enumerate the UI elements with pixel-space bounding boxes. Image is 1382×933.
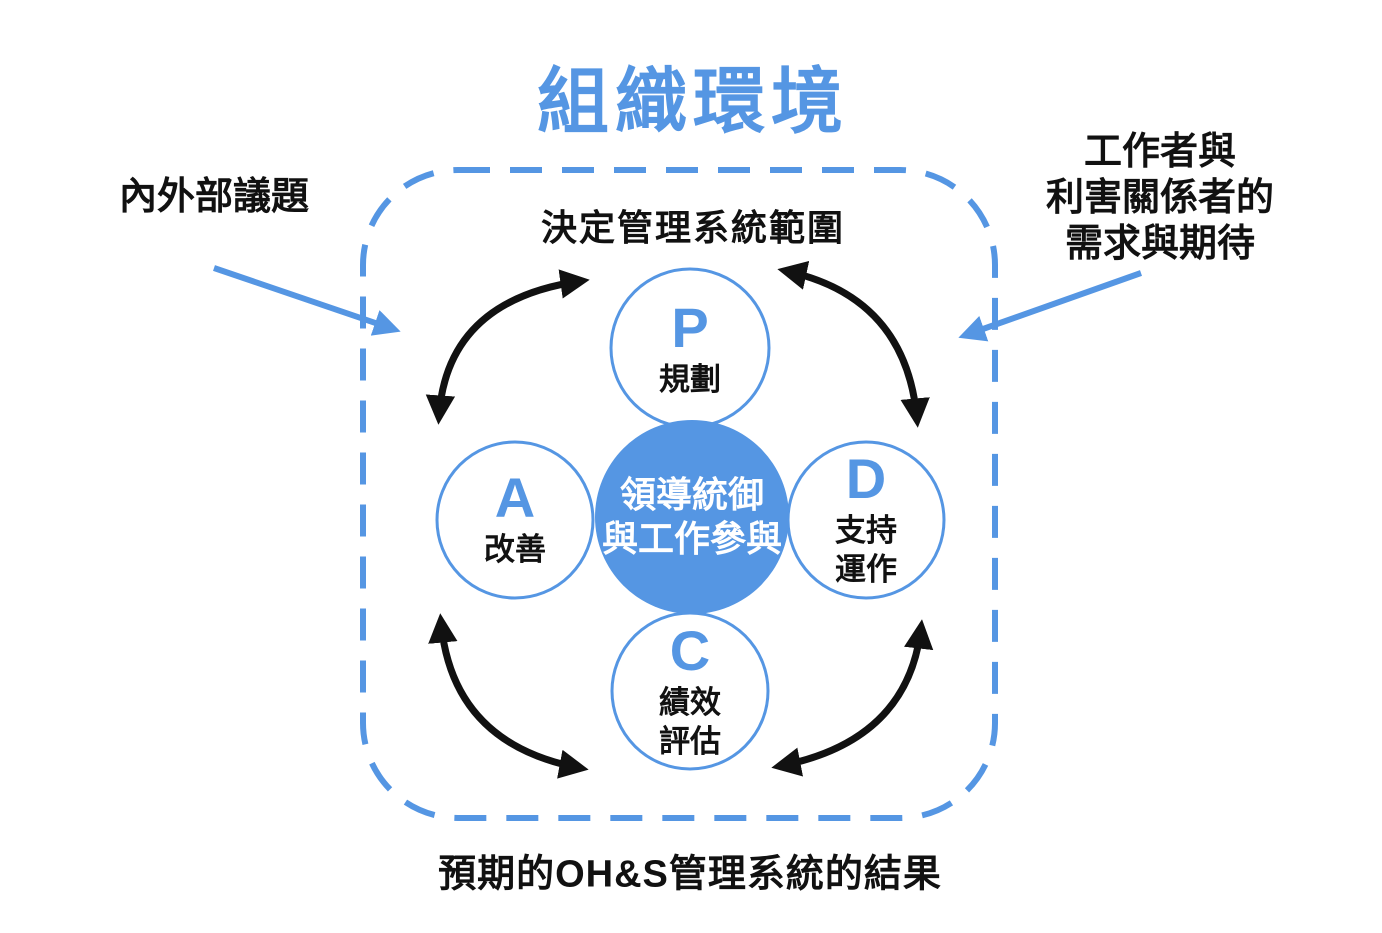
- act-circle: [435, 440, 595, 600]
- leadership-circle: [595, 420, 789, 614]
- workers-stakeholders-label: 工作者與 利害關係者的 需求與期待: [1046, 129, 1274, 267]
- do-node: D 支持 運作: [787, 446, 945, 590]
- outcome-label: 預期的OH&S管理系統的結果: [438, 853, 942, 896]
- internal-external-issues-label: 內外部議題: [118, 176, 310, 218]
- workers-stakeholders-line1: 工作者與: [1083, 131, 1237, 173]
- cycle-arrow-top-left: [425, 269, 590, 425]
- act-node: A 改善: [436, 470, 594, 570]
- act-label: 改善: [484, 532, 546, 568]
- workers-stakeholders-line3: 需求與期待: [1064, 223, 1256, 265]
- plan-node: P 規劃: [611, 300, 769, 400]
- leadership-text: 領導統御 與工作參與: [592, 473, 792, 561]
- act-letter: A: [494, 466, 536, 530]
- plan-letter: P: [671, 296, 709, 360]
- do-label: 支持 運作: [835, 512, 897, 587]
- leadership-line2: 與工作參與: [601, 518, 782, 559]
- context-arrow-right: [958, 270, 1143, 342]
- leadership-line1: 領導統御: [619, 474, 764, 515]
- plan-label: 規劃: [659, 362, 721, 398]
- check-node: C 績效 評估: [611, 618, 769, 762]
- cycle-arrow-bottom-left: [428, 613, 589, 779]
- context-arrow-left: [213, 265, 401, 336]
- check-label: 績效 評估: [659, 684, 721, 759]
- dashed-boundary: [360, 167, 998, 821]
- workers-stakeholders-line2: 利害關係者的: [1045, 177, 1275, 219]
- scope-label: 決定管理系統範圍: [540, 207, 846, 248]
- cycle-arrow-top-right: [777, 261, 930, 428]
- check-letter: C: [669, 618, 711, 682]
- do-letter: D: [845, 446, 887, 510]
- cycle-arrow-bottom-right: [771, 619, 934, 777]
- page-title: 組織環境: [536, 62, 850, 143]
